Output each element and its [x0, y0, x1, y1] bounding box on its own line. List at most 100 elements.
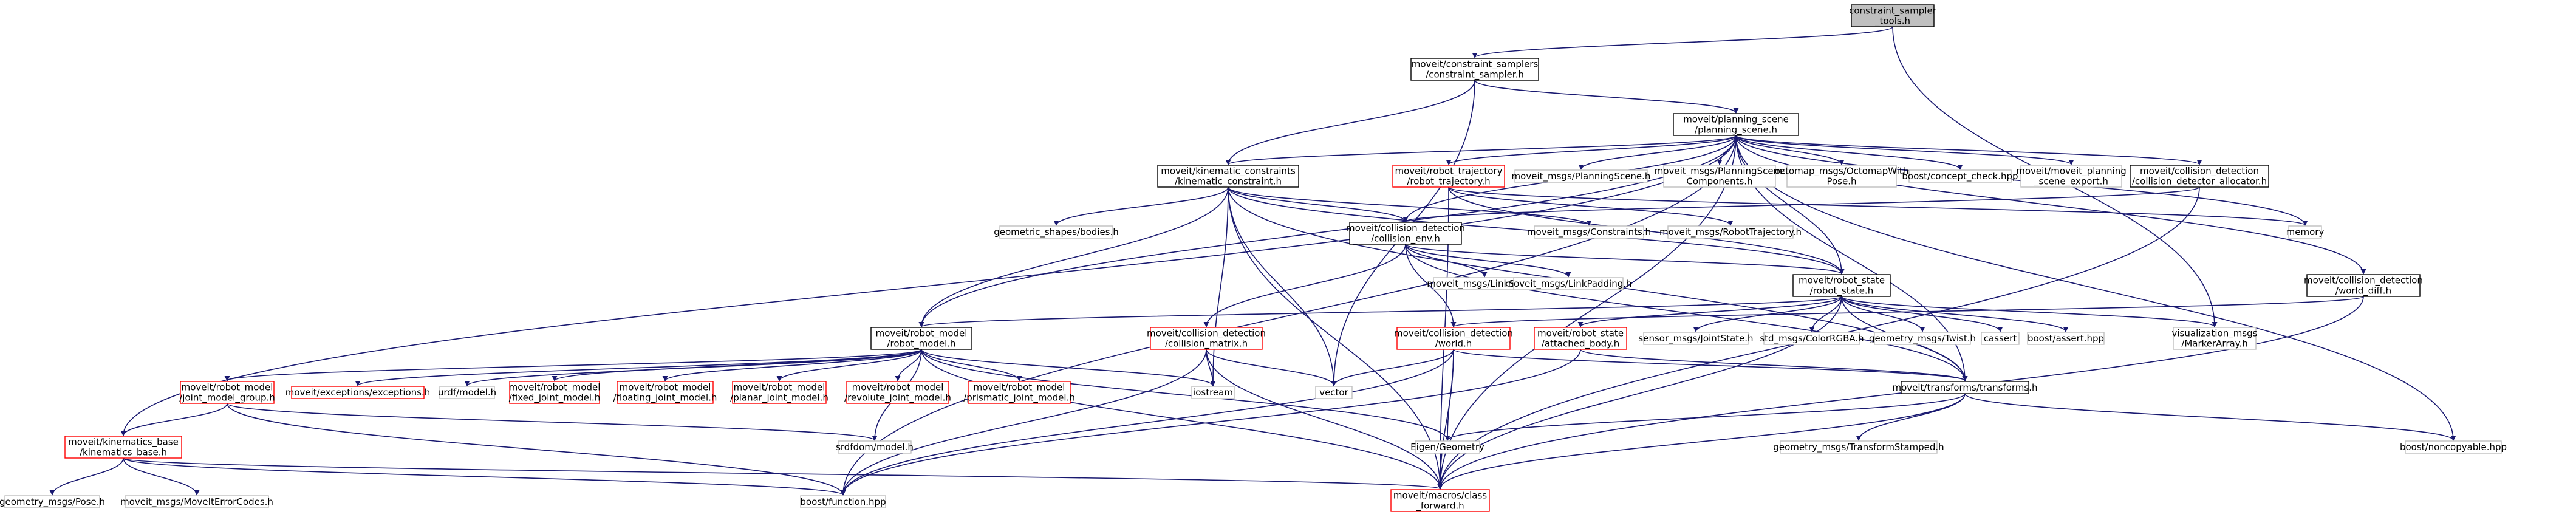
edge-n_tf-to-n_bnc: [1964, 393, 2456, 441]
node-geometry-msgs-twist-h[interactable]: geometry_msgs/Twist.h: [1869, 332, 1976, 345]
edge-n_ps-to-n_wd: [1735, 135, 2366, 275]
node-box: [838, 440, 912, 454]
node-moveit-robot-state-attached-body-h[interactable]: moveit/robot_state/attached_body.h: [1534, 327, 1627, 350]
node-iostream[interactable]: iostream: [1191, 386, 1235, 399]
edge-n_ps-to-n_bcc: [1735, 135, 1963, 170]
node-label: moveit/kinematics_base: [68, 437, 179, 448]
node-label: moveit/robot_model: [876, 328, 968, 340]
node-geometry-msgs-pose-h[interactable]: geometry_msgs/Pose.h: [0, 495, 105, 508]
node-moveit-robot-model-robot-model-h[interactable]: moveit/robot_model/robot_model.h: [870, 327, 972, 350]
node-label: moveit/transforms/transforms.h: [1892, 382, 2037, 393]
node-box: [4, 495, 100, 508]
node-label: moveit/moveit_planning: [2016, 166, 2127, 177]
edge-n_cm-to-n_cf: [1206, 349, 1443, 490]
node-label: moveit/collision_detection: [2304, 275, 2423, 287]
node-label: visualization_msgs: [2172, 328, 2258, 340]
node-label: std_msgs/ColorRGBA.h: [1760, 333, 1864, 344]
node-std-msgs-colorrgba-h[interactable]: std_msgs/ColorRGBA.h: [1760, 332, 1864, 345]
node-moveit-planning-scene-planning-scene-h[interactable]: moveit/planning_scene/planning_scene.h: [1673, 113, 1799, 136]
node-moveit-msgs-robottrajectory-h[interactable]: moveit_msgs/RobotTrajectory.h: [1659, 225, 1802, 239]
node-box: [1191, 386, 1235, 399]
node-moveit-robot-model-fixed-joint-model-h[interactable]: moveit/robot_model/fixed_joint_model.h: [509, 381, 601, 404]
node-moveit-robot-model-prismatic-joint-model-h[interactable]: moveit/robot_model/prismatic_joint_model…: [963, 381, 1075, 404]
node-moveit-transforms-transforms-h[interactable]: moveit/transforms/transforms.h: [1892, 381, 2038, 394]
node-moveit-msgs-planningscene-h[interactable]: moveit_msgs/PlanningScene.h: [1512, 169, 1651, 183]
node-moveit-collision-detection-world-h[interactable]: moveit/collision_detection/world.h: [1394, 327, 1513, 350]
node-moveit-macros-class-forward-h[interactable]: moveit/macros/class_forward.h: [1390, 489, 1490, 512]
node-box: [968, 381, 1071, 404]
node-label: geometry_msgs/TransformStamped.h: [1773, 442, 1944, 453]
edge-n_kb-to-n_gpose: [49, 457, 124, 496]
node-boost-function-hpp[interactable]: boost/function.hpp: [800, 495, 886, 508]
node-label: Components.h: [1686, 176, 1752, 187]
node-visualization-msgs-markerarray-h[interactable]: visualization_msgs/MarkerArray.h: [2172, 327, 2258, 350]
node-urdf-model-h[interactable]: urdf/model.h: [438, 386, 496, 399]
header-nodes: constraint_sampler_tools.h moveit/constra…: [0, 4, 2507, 512]
node-box: [2027, 332, 2105, 345]
node-moveit-robot-model-planar-joint-model-h[interactable]: moveit/robot_model/planar_joint_model.h: [730, 381, 828, 404]
node-label: moveit/exceptions/exceptions.h: [285, 387, 431, 398]
node-label: moveit/robot_model: [182, 382, 273, 394]
edge-n_cm-to-n_vec: [1206, 349, 1337, 386]
node-label: moveit/constraint_samplers: [1412, 59, 1539, 70]
node-geometry-msgs-transformstamped-h[interactable]: geometry_msgs/TransformStamped.h: [1773, 440, 1944, 454]
node-label: /planar_joint_model.h: [730, 392, 828, 404]
node-label: moveit/robot_model: [852, 382, 944, 394]
node-box: [1157, 165, 1299, 188]
node-boost-noncopyable-hpp[interactable]: boost/noncopyable.hpp: [2400, 440, 2507, 454]
node-box: [1780, 440, 1938, 454]
node-moveit-constraint-samplers-constraint-sampler-h[interactable]: moveit/constraint_samplers/constraint_sa…: [1410, 58, 1539, 81]
node-label: moveit/robot_trajectory: [1395, 166, 1502, 177]
node-cassert[interactable]: cassert: [1981, 332, 2020, 345]
node-sensor-msgs-jointstate-h[interactable]: sensor_msgs/JointState.h: [1638, 332, 1754, 345]
node-label: /fixed_joint_model.h: [509, 392, 601, 404]
node-moveit-msgs-moveiterrorcodes-h[interactable]: moveit_msgs/MoveItErrorCodes.h: [120, 495, 273, 508]
node-srdfdom-model-h[interactable]: srdfdom/model.h: [836, 440, 914, 454]
node-box: [2306, 274, 2421, 297]
node-moveit-kinematics-base-kinematics-base-h[interactable]: moveit/kinematics_base/kinematics_base.h: [64, 436, 182, 459]
node-moveit-robot-state-robot-state-h[interactable]: moveit/robot_state/robot_state.h: [1792, 274, 1891, 297]
edge-n_world-to-n_vec: [1331, 349, 1454, 386]
edge-n_rm-to-n_ios: [921, 349, 1216, 386]
edge-n_rs-to-n_viz: [1841, 296, 2218, 327]
node-moveit-collision-detection-collision-detector-allocator-h[interactable]: moveit/collision_detection/collision_det…: [2130, 165, 2269, 188]
node-moveit-robot-model-joint-model-group-h[interactable]: moveit/robot_model/joint_model_group.h: [179, 381, 275, 404]
node-moveit-robot-trajectory-robot-trajectory-h[interactable]: moveit/robot_trajectory/robot_trajectory…: [1392, 165, 1505, 188]
edge-n_ce-to-n_rs: [1405, 244, 1845, 275]
edge-n_cm-to-n_bf: [840, 349, 1207, 496]
node-label: /world.h: [1435, 338, 1472, 349]
node-label: cassert: [1984, 333, 2017, 344]
node-constraint-sampler-tools-h: constraint_sampler_tools.h: [1849, 4, 1937, 27]
node-box: [125, 495, 269, 508]
node-vector[interactable]: vector: [1315, 386, 1353, 399]
node-moveit-msgs-constraints-h[interactable]: moveit_msgs/Constraints.h: [1527, 225, 1651, 239]
node-boost-concept-check-hpp[interactable]: boost/concept_check.hpp: [1902, 169, 2018, 183]
node-label: /MarkerArray.h: [2181, 338, 2247, 349]
node-moveit-robot-model-floating-joint-model-h[interactable]: moveit/robot_model/floating_joint_model.…: [613, 381, 717, 404]
node-moveit-exceptions-exceptions-h[interactable]: moveit/exceptions/exceptions.h: [285, 386, 431, 399]
node-box: [732, 381, 827, 404]
edge-n_kb-to-n_mec: [123, 457, 200, 496]
node-moveit-collision-detection-collision-env-h[interactable]: moveit/collision_detection/collision_env…: [1346, 222, 1465, 245]
edge-n_ps-to-n_mpe: [1735, 135, 2074, 165]
node-moveit-msgs-linkpadding-h[interactable]: moveit_msgs/LinkPadding.h: [1505, 277, 1632, 290]
node-box: [2405, 440, 2502, 454]
node-moveit-collision-detection-world-diff-h[interactable]: moveit/collision_detection/world_diff.h: [2304, 274, 2423, 297]
node-box: [1513, 277, 1624, 290]
node-moveit-kinematic-constraints-kinematic-constraint-h[interactable]: moveit/kinematic_constraints/kinematic_c…: [1157, 165, 1299, 188]
node-moveit-collision-detection-collision-matrix-h[interactable]: moveit/collision_detection/collision_mat…: [1147, 327, 1266, 350]
node-eigen-geometry[interactable]: Eigen/Geometry: [1410, 440, 1484, 454]
node-geometric-shapes-bodies-h[interactable]: geometric_shapes/bodies.h: [994, 225, 1119, 239]
node-box: [1763, 332, 1860, 345]
node-moveit-moveit-planning-scene-export-h[interactable]: moveit/moveit_planning_scene_export.h: [2016, 165, 2127, 188]
node-memory[interactable]: memory: [2286, 225, 2325, 239]
node-box: [1663, 165, 1776, 188]
node-box: [2130, 165, 2269, 188]
node-boost-assert-hpp[interactable]: boost/assert.hpp: [2027, 332, 2105, 345]
node-label: moveit/robot_model: [509, 382, 601, 394]
node-moveit-robot-model-revolute-joint-model-h[interactable]: moveit/robot_model/revolute_joint_model.…: [844, 381, 951, 404]
node-box: [1792, 274, 1891, 297]
node-label: geometric_shapes/bodies.h: [994, 227, 1119, 238]
